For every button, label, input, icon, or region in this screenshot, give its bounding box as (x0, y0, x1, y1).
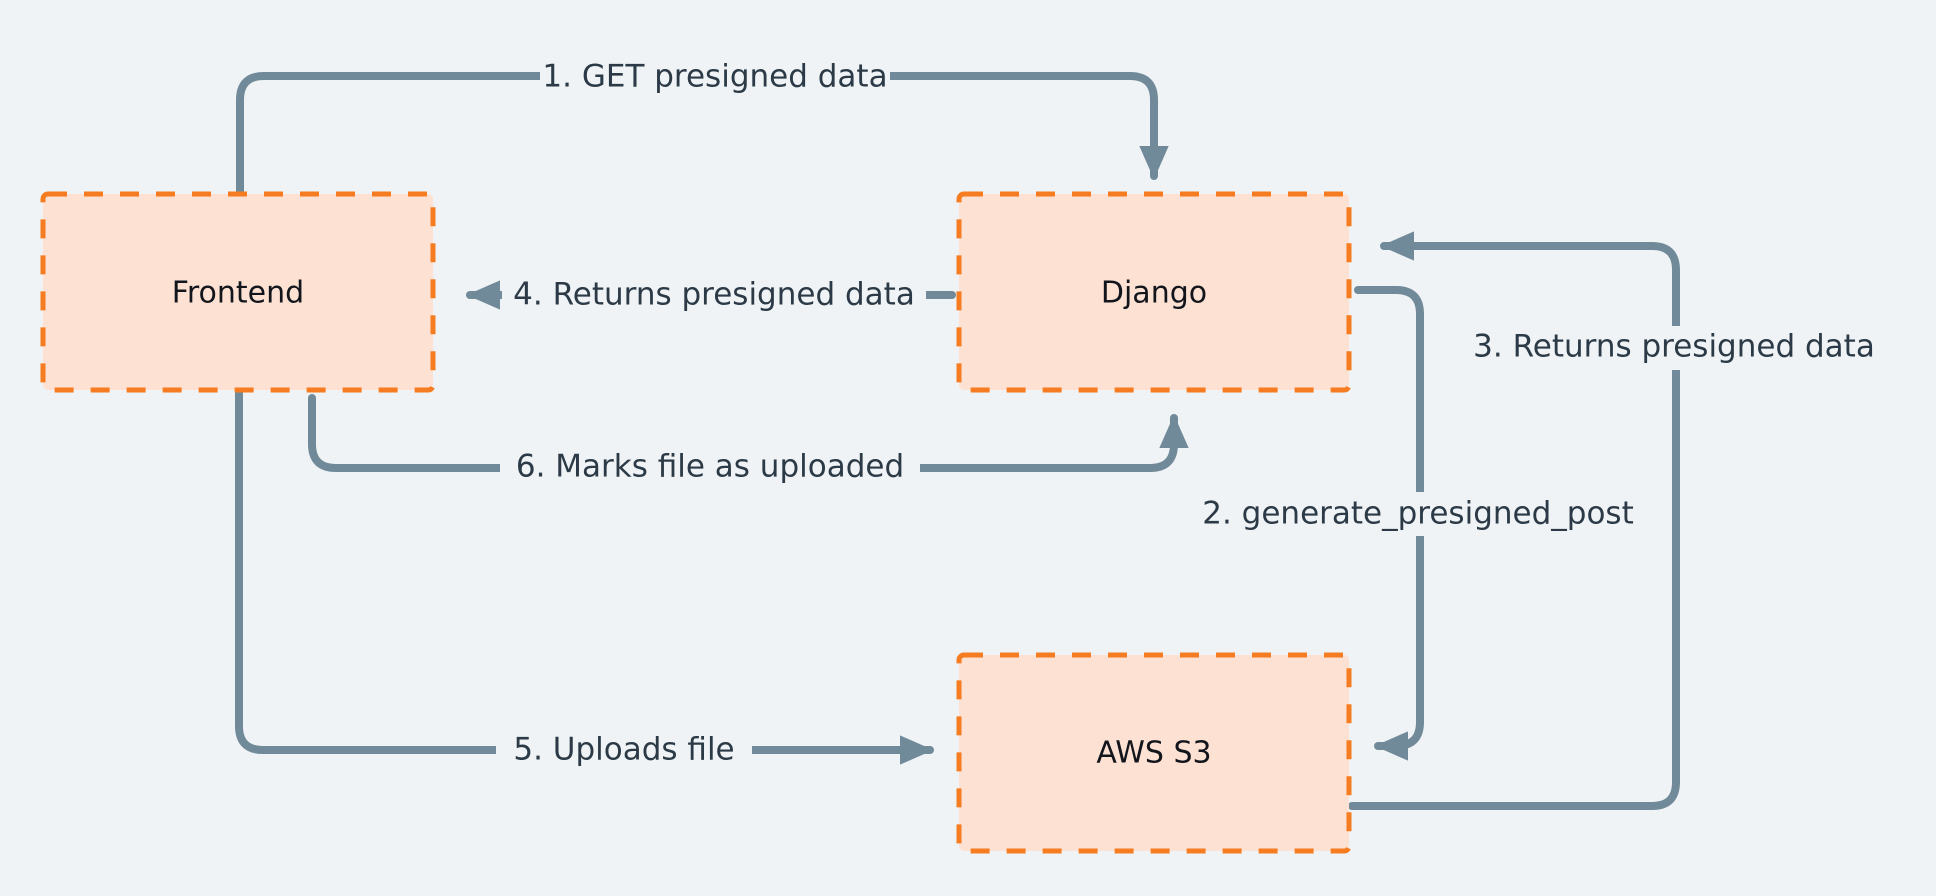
edge-3-returns-presigned-data: 3. Returns presigned data (1348, 231, 1884, 810)
node-django-label: Django (1101, 276, 1207, 311)
edge-5-path (235, 388, 934, 765)
node-django[interactable]: Django (956, 191, 1352, 393)
edge-3-path (1348, 231, 1680, 810)
edge-1-label-bg (540, 55, 890, 97)
node-frontend[interactable]: Frontend (40, 191, 436, 393)
edge-6-label-bg (500, 446, 920, 490)
edge-2-generate-presigned-post: 2. generate_presigned_post (1198, 286, 1638, 761)
edge-2-label-bg (1198, 492, 1638, 536)
edge-1-label: 1. GET presigned data (542, 59, 887, 95)
edge-5-label: 5. Uploads file (513, 732, 734, 768)
node-django-box[interactable] (956, 191, 1352, 393)
node-frontend-label: Frontend (172, 276, 304, 311)
edge-3-label: 3. Returns presigned data (1473, 329, 1875, 365)
edge-6-label: 6. Marks file as uploaded (516, 449, 904, 485)
edge-5-uploads-file: 5. Uploads file (235, 388, 934, 772)
node-frontend-box[interactable] (40, 191, 436, 393)
edge-4-returns-presigned-data: 4. Returns presigned data (466, 273, 956, 317)
edge-5-label-bg (496, 728, 752, 772)
edge-6-marks-file-as-uploaded: 6. Marks file as uploaded (308, 394, 1189, 490)
edge-4-label-bg (502, 273, 926, 317)
edge-3-label-bg (1464, 326, 1884, 370)
node-aws-s3-box[interactable] (956, 652, 1352, 854)
node-aws-s3-label: AWS S3 (1096, 736, 1211, 771)
edge-4-label: 4. Returns presigned data (513, 277, 915, 313)
edge-1-get-presigned-data: 1. GET presigned data (236, 55, 1169, 200)
node-aws-s3[interactable]: AWS S3 (956, 652, 1352, 854)
edge-2-label: 2. generate_presigned_post (1202, 496, 1633, 532)
